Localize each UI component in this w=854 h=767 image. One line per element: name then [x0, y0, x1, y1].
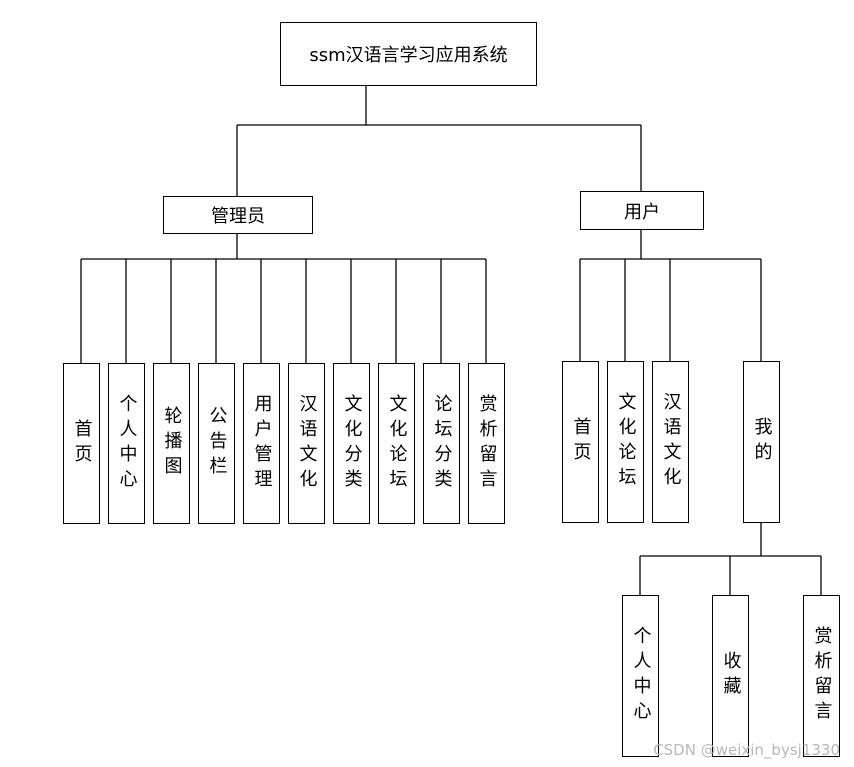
admin-node: 管理员	[163, 196, 313, 234]
mine-child-favorites: 收藏	[712, 595, 749, 757]
user-child-home: 首页	[562, 361, 599, 523]
user-node: 用户	[580, 191, 704, 230]
mine-child-appreciation-message: 赏析留言	[803, 595, 840, 757]
user-label: 用户	[624, 201, 660, 223]
admin-child-carousel: 轮播图	[153, 363, 190, 524]
admin-child-personal-center: 个人中心	[108, 363, 145, 524]
admin-child-chinese-culture: 汉语文化	[288, 363, 325, 524]
admin-label: 管理员	[211, 206, 265, 227]
mine-child-personal-center: 个人中心	[622, 595, 659, 757]
admin-child-culture-category: 文化分类	[333, 363, 370, 524]
admin-child-user-management: 用户管理	[243, 363, 280, 524]
admin-child-appreciation-message: 赏析留言	[468, 363, 505, 524]
admin-child-notice-board: 公告栏	[198, 363, 235, 524]
root-node: ssm汉语言学习应用系统	[280, 22, 537, 86]
user-child-chinese-culture: 汉语文化	[652, 361, 689, 523]
admin-child-forum-category: 论坛分类	[423, 363, 460, 524]
watermark: CSDN @weixin_bysj1330	[653, 741, 840, 759]
admin-child-culture-forum: 文化论坛	[378, 363, 415, 524]
user-child-culture-forum: 文化论坛	[607, 361, 644, 523]
user-child-mine: 我的	[743, 361, 780, 523]
admin-child-home: 首页	[63, 363, 100, 524]
root-label: ssm汉语言学习应用系统	[309, 45, 508, 66]
